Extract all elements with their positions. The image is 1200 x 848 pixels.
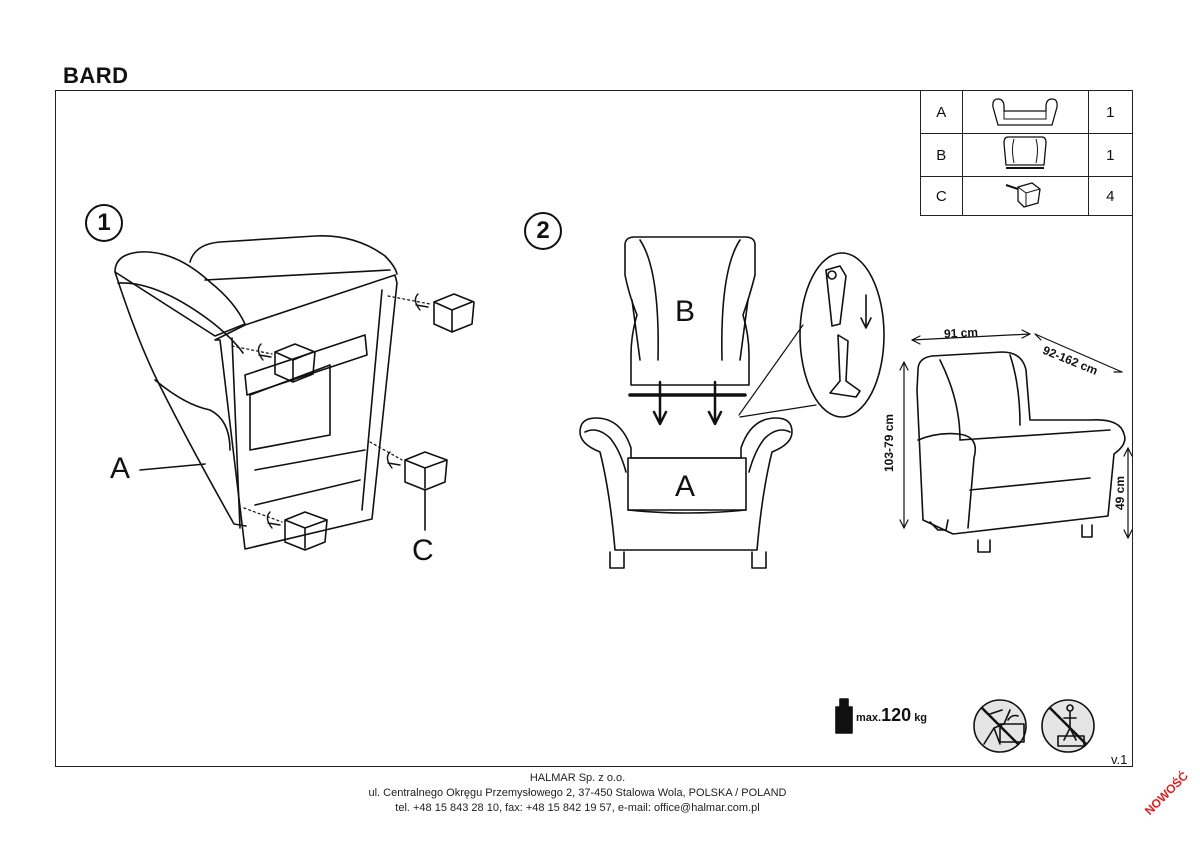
instruction-frame	[55, 90, 1133, 767]
page-title: BARD	[63, 63, 129, 88]
footer-contact: tel. +48 15 843 28 10, fax: +48 15 842 1…	[395, 802, 760, 814]
max-load-unit: kg	[914, 712, 928, 724]
weight-icon	[835, 698, 853, 734]
no-standing-icon	[973, 699, 1027, 753]
footer-address: ul. Centralnego Okręgu Przemysłowego 2, …	[368, 787, 787, 799]
footer-company: HALMAR Sp. z o.o.	[529, 772, 626, 784]
leg-icon	[1005, 182, 1041, 208]
step1-armchair-illustration	[114, 235, 475, 551]
dimension-armchair-illustration	[916, 351, 1126, 553]
max-load-value: 120	[881, 705, 912, 725]
step-2-badge: 2	[524, 212, 562, 250]
dimension-width: 91 cm	[943, 325, 979, 341]
label-c-step1: C	[412, 534, 434, 567]
part-quantity: 1	[1087, 133, 1134, 177]
parts-table: A 1 B 1 C 4	[920, 90, 1134, 216]
dimension-height: 103-79 cm	[882, 413, 896, 472]
armchair-base-icon	[992, 98, 1058, 126]
label-a-step2: A	[675, 470, 696, 503]
label-b-step2: B	[675, 295, 696, 328]
max-load-prefix: max.	[856, 712, 882, 724]
label-a-step1: A	[110, 452, 131, 485]
max-load: max.120 kg	[856, 705, 927, 726]
step-1-badge: 1	[85, 204, 123, 242]
backrest-icon	[1003, 136, 1047, 169]
part-letter: C	[920, 176, 963, 216]
part-quantity: 4	[1087, 176, 1134, 216]
part-letter: B	[920, 133, 963, 177]
parts-row-b: B 1	[920, 133, 1134, 177]
no-stepping-icon	[1041, 699, 1095, 753]
dimension-seat-height: 49 cm	[1113, 475, 1127, 510]
step2-backrest-illustration	[579, 236, 885, 569]
parts-row-c: C 4	[920, 176, 1134, 216]
version-label: v.1	[1111, 752, 1128, 767]
